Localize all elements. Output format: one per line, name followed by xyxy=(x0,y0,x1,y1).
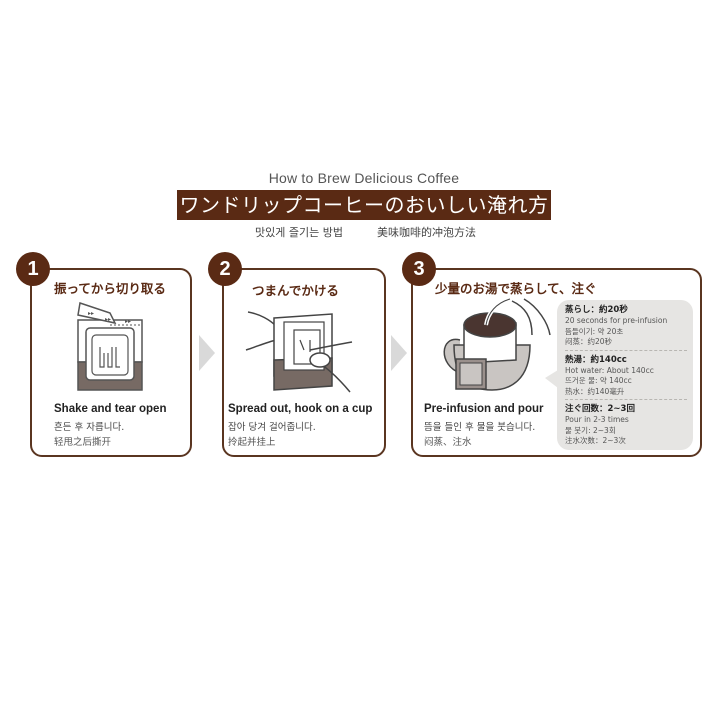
step-title: つまんでかける xyxy=(252,283,339,298)
step-text-en: Spread out, hook on a cup xyxy=(228,403,373,415)
step-text-ko: 잡아 당겨 걸어줍니다. xyxy=(228,422,316,433)
hook-on-cup-icon xyxy=(245,311,353,393)
drip-bag-tear-icon: ▸▸ ▸▸ ▸▸ xyxy=(77,302,143,391)
step-text-en: Pre-infusion and pour xyxy=(424,403,544,415)
step-number-badge: 1 xyxy=(16,252,50,286)
step-text-zh: 轻甩之后撕开 xyxy=(54,437,112,448)
info-line: 热水：约140毫升 xyxy=(565,386,625,396)
info-line: 물 붓기: 2~3회 xyxy=(565,425,616,435)
step-text-zh: 拎起并挂上 xyxy=(228,437,276,448)
info-line: Pour in 2-3 times xyxy=(565,415,629,424)
step-text-ko: 뜸을 들인 후 물을 붓습니다. xyxy=(424,422,536,433)
info-line: Hot water: About 140cc xyxy=(565,365,654,375)
info-line: 뜨거운 물: 약 140cc xyxy=(565,376,632,385)
next-step-arrow-icon xyxy=(199,335,215,371)
svg-text:▸▸: ▸▸ xyxy=(88,310,94,317)
subtitle-chinese: 美味咖啡的冲泡方法 xyxy=(377,226,476,239)
next-step-arrow-icon xyxy=(391,335,407,371)
divider xyxy=(565,399,687,400)
info-line: 뜸들이기: 약 20초 xyxy=(565,326,624,336)
step-number-badge: 2 xyxy=(208,252,242,286)
info-heading-steam: 蒸らし：約20秒 xyxy=(565,305,628,315)
subtitle-korean: 맛있게 즐기는 방법 xyxy=(255,226,343,239)
subtitle-english: How to Brew Delicious Coffee xyxy=(268,170,460,186)
step-title: 振ってから切り取る xyxy=(54,281,166,296)
info-line: 闷蒸：约20秒 xyxy=(565,337,613,346)
speech-bubble-tail xyxy=(545,370,558,388)
divider xyxy=(565,349,687,351)
info-line: 20 seconds for pre-infusion xyxy=(565,316,668,325)
page-title: ワンドリップコーヒーのおいしい淹れ方 xyxy=(177,190,551,220)
brewing-info-box: 蒸らし：約20秒 20 seconds for pre-infusion 뜸들이… xyxy=(557,300,693,450)
info-heading-pour-count: 注ぐ回数：2~3回 xyxy=(565,404,635,414)
svg-text:▸▸: ▸▸ xyxy=(105,316,111,323)
step-text-ko: 흔든 후 자릅니다. xyxy=(54,422,125,433)
info-heading-hot-water: 熱湯：約140cc xyxy=(565,354,627,365)
pour-into-cup-icon xyxy=(443,297,551,391)
step-number-badge: 3 xyxy=(402,252,436,286)
svg-text:▸▸: ▸▸ xyxy=(125,318,131,325)
step-text-en: Shake and tear open xyxy=(54,403,167,415)
step-text-zh: 闷蒸、注水 xyxy=(424,437,472,448)
step-title: 少量のお湯で蒸らして、注ぐ xyxy=(435,281,597,296)
info-line: 注水次数：2~3次 xyxy=(565,436,626,445)
